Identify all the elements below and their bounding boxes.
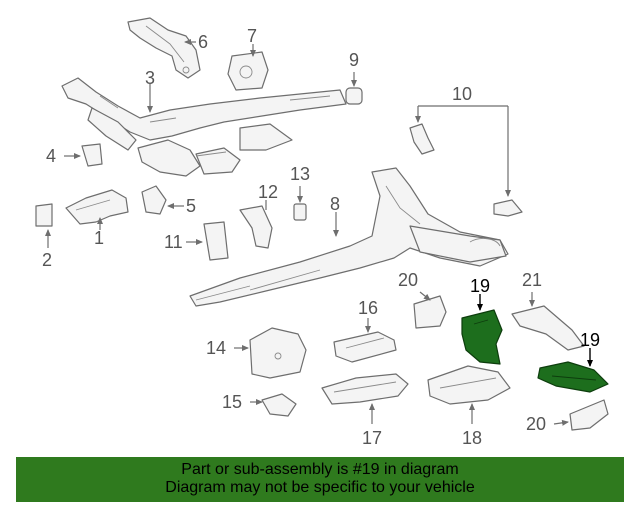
callout-1: 1 bbox=[94, 228, 104, 248]
callout-21: 21 bbox=[522, 270, 542, 290]
callout-8: 8 bbox=[330, 194, 340, 214]
part-20-shield-upper bbox=[413, 291, 447, 329]
part-14-heat-shield bbox=[234, 327, 307, 379]
callout-11: 11 bbox=[164, 232, 183, 252]
callout-15: 15 bbox=[222, 392, 242, 412]
part-6-bracket bbox=[127, 17, 201, 79]
part-21-heat-shield bbox=[511, 292, 585, 351]
callout-19-lower: 19 bbox=[580, 330, 600, 350]
part-4-bracket bbox=[64, 143, 103, 167]
callout-12: 12 bbox=[258, 182, 278, 202]
part-18-heat-shield bbox=[427, 365, 511, 424]
part-1-heat-shield bbox=[65, 189, 129, 230]
callout-20-upper: 20 bbox=[398, 270, 418, 290]
parts-diagram: 6 7 9 3 10 4 13 5 12 8 1 2 11 20 21 19 1… bbox=[35, 17, 609, 448]
part-9-isolator bbox=[345, 72, 363, 105]
callout-10: 10 bbox=[452, 84, 472, 104]
callout-20-lower: 20 bbox=[526, 414, 546, 434]
callout-4: 4 bbox=[46, 146, 56, 166]
callout-7: 7 bbox=[247, 26, 257, 46]
part-7-gasket bbox=[227, 44, 269, 91]
part-10-hangers bbox=[409, 105, 523, 217]
callout-3: 3 bbox=[145, 68, 155, 88]
part-15-bracket bbox=[250, 393, 297, 417]
part-19-highlight-upper bbox=[461, 294, 503, 365]
callout-13: 13 bbox=[290, 164, 310, 184]
part-16-heat-shield bbox=[333, 318, 397, 363]
part-5-bracket bbox=[141, 185, 184, 215]
part-13-clamp bbox=[293, 186, 307, 221]
banner-line-disclaimer: Diagram may not be specific to your vehi… bbox=[165, 479, 475, 496]
callout-16: 16 bbox=[358, 298, 378, 318]
callout-9: 9 bbox=[349, 50, 359, 70]
part-8-rear-muffler bbox=[189, 167, 509, 307]
info-banner: Part or sub-assembly is #19 in diagram D… bbox=[16, 457, 624, 502]
part-20-shield-lower bbox=[553, 399, 609, 431]
banner-line-part: Part or sub-assembly is #19 in diagram bbox=[181, 461, 459, 478]
part-19-highlight-lower bbox=[537, 348, 609, 393]
callout-5: 5 bbox=[186, 196, 196, 216]
callout-17: 17 bbox=[362, 428, 382, 448]
part-2-gasket bbox=[35, 203, 53, 248]
callout-19-upper: 19 bbox=[470, 276, 490, 296]
callout-14: 14 bbox=[206, 338, 226, 358]
callout-18: 18 bbox=[462, 428, 482, 448]
part-17-heat-shield bbox=[321, 373, 409, 424]
callout-6: 6 bbox=[198, 32, 208, 52]
part-11-hanger bbox=[186, 221, 229, 261]
part-12-bracket bbox=[239, 200, 273, 249]
part-3-front-pipe bbox=[61, 77, 347, 177]
callout-2: 2 bbox=[42, 250, 52, 270]
